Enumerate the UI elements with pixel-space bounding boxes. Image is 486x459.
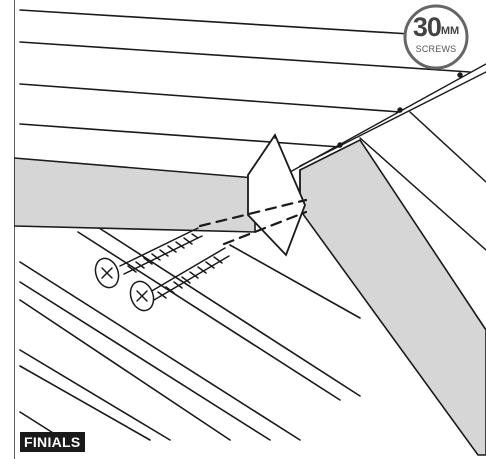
lower-deck-boards <box>19 225 361 451</box>
screw-paths <box>198 198 308 246</box>
bracket-plate <box>247 133 306 257</box>
section-label: FINIALS <box>20 432 85 452</box>
screw-length-value: 30 <box>412 12 442 42</box>
upper-deck-boards <box>19 9 471 148</box>
screw-length: 30MM <box>396 14 476 41</box>
screw-size-badge <box>403 4 469 70</box>
screw-caption: SCREWS <box>415 44 457 54</box>
screw-length-unit: MM <box>440 25 460 37</box>
angled-post <box>299 138 486 456</box>
top-rail-edges <box>289 63 486 173</box>
right-rail-lines <box>359 111 486 251</box>
screw-1 <box>94 227 203 289</box>
screw-size-badge-text: 30MM SCREWS <box>396 5 476 71</box>
screw-2 <box>129 247 230 312</box>
